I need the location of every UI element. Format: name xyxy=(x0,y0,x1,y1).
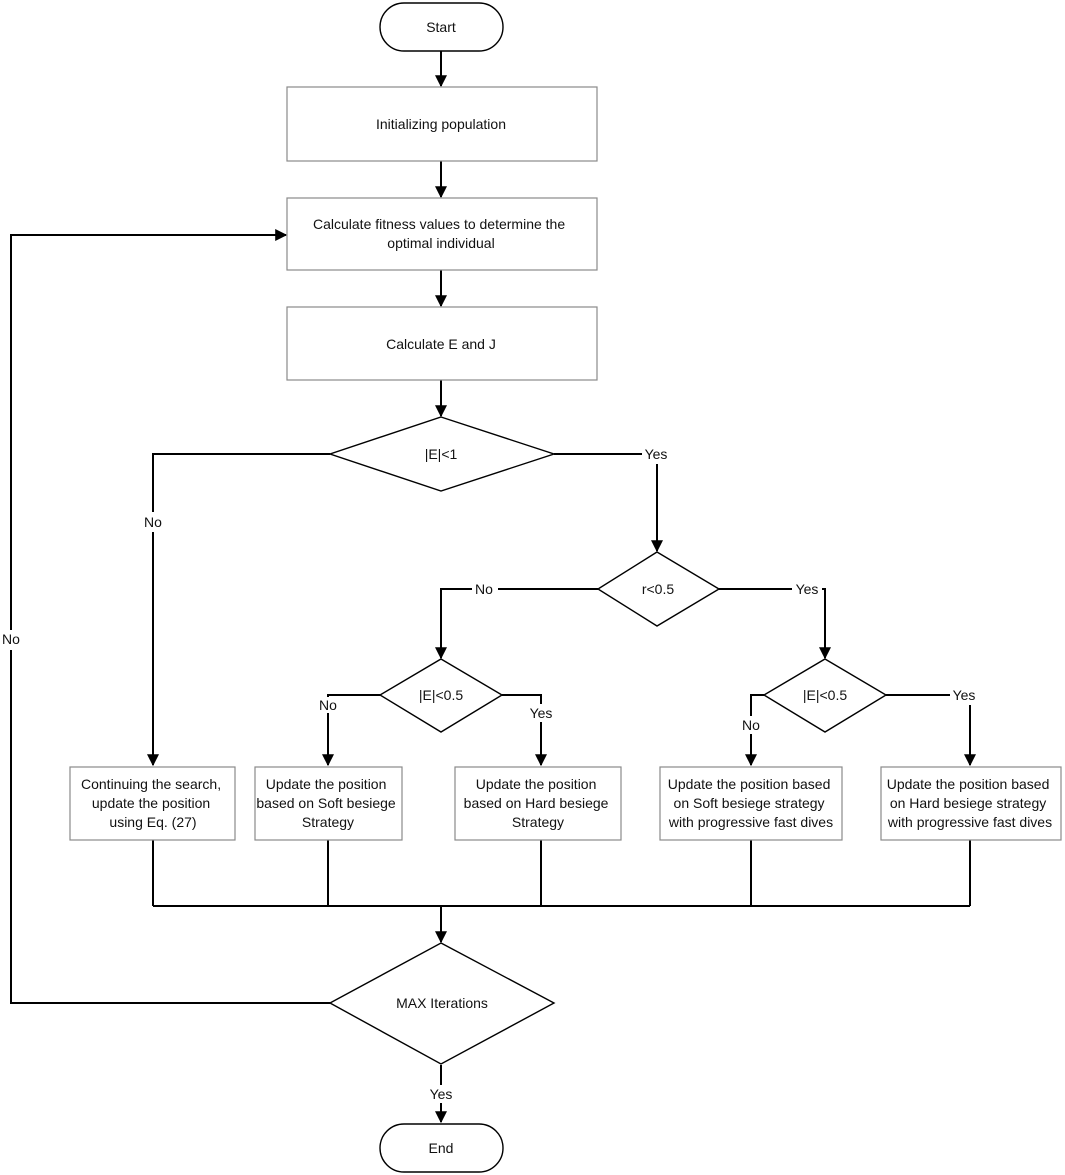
label-e05r-no: No xyxy=(742,717,760,733)
edge-e05r-no xyxy=(745,694,764,767)
soft-line-3: Strategy xyxy=(302,814,354,830)
start-label: Start xyxy=(426,19,456,35)
edge-e1-yes xyxy=(554,453,663,553)
node-soft-besiege-dives: Update the position based on Soft besieg… xyxy=(659,766,843,841)
fitness-label: Calculate fitness values to determine th… xyxy=(313,216,569,251)
node-init: Initializing population xyxy=(286,86,598,162)
decision-r-lt-05: r<0.5 xyxy=(596,551,721,627)
fitness-line-2: optimal individual xyxy=(387,235,494,251)
label-r-no: No xyxy=(475,581,493,597)
hard-dives-line-1: Update the position based xyxy=(887,776,1050,792)
edge-e05l-yes xyxy=(502,694,547,767)
label-e05r-yes: Yes xyxy=(953,687,976,703)
label-e1-yes: Yes xyxy=(645,446,668,462)
soft-label: Update the position based on Soft besieg… xyxy=(256,776,399,830)
label-r-yes: Yes xyxy=(796,581,819,597)
soft-dives-line-3: with progressive fast dives xyxy=(668,814,833,830)
init-label: Initializing population xyxy=(376,116,506,132)
node-soft-besiege: Update the position based on Soft besieg… xyxy=(254,766,403,841)
continue-line-1: Continuing the search, xyxy=(81,776,221,792)
soft-dives-line-1: Update the position based xyxy=(668,776,831,792)
label-e05l-yes: Yes xyxy=(530,705,553,721)
decision-e-lt-1: |E|<1 xyxy=(327,416,557,492)
fitness-line-1: Calculate fitness values to determine th… xyxy=(313,216,565,232)
label-loop-no: No xyxy=(2,631,20,647)
soft-line-1: Update the position xyxy=(266,776,387,792)
continue-label: Continuing the search, update the positi… xyxy=(81,776,225,830)
calc-ej-label: Calculate E and J xyxy=(386,336,496,352)
edge-r-yes xyxy=(719,588,831,660)
hard-line-3: Strategy xyxy=(512,814,564,830)
end-label: End xyxy=(429,1140,454,1156)
max-iterations-label: MAX Iterations xyxy=(396,995,488,1011)
hard-dives-line-2: on Hard besiege strategy xyxy=(890,795,1046,811)
decision-r-lt-05-label: r<0.5 xyxy=(642,581,675,597)
label-e05l-no: No xyxy=(319,697,337,713)
edge-r-no xyxy=(435,588,598,660)
decision-e-lt-1-label: |E|<1 xyxy=(425,446,458,462)
soft-line-2: based on Soft besiege xyxy=(256,795,396,811)
node-start: Start xyxy=(379,2,504,52)
edge-e05l-no xyxy=(322,694,380,767)
hard-line-2: based on Hard besiege xyxy=(464,795,609,811)
node-fitness: Calculate fitness values to determine th… xyxy=(286,197,598,271)
decision-e-lt-05-left: |E|<0.5 xyxy=(378,658,504,733)
label-max-yes: Yes xyxy=(430,1086,453,1102)
label-e1-no: No xyxy=(144,514,162,530)
node-hard-besiege-dives: Update the position based on Hard besieg… xyxy=(880,766,1062,841)
decision-e-lt-05-right-label: |E|<0.5 xyxy=(803,687,847,703)
soft-dives-line-2: on Soft besiege strategy xyxy=(674,795,825,811)
continue-line-3: using Eq. (27) xyxy=(109,814,196,830)
edge-labels: No Yes No Yes No Yes No Yes No Yes xyxy=(1,446,980,1103)
decision-max-iterations: MAX Iterations xyxy=(328,942,556,1065)
decision-e-lt-05-left-label: |E|<0.5 xyxy=(419,687,463,703)
edge-e1-no xyxy=(147,453,330,767)
hard-label: Update the position based on Hard besieg… xyxy=(464,776,613,830)
continue-line-2: update the position xyxy=(92,795,210,811)
soft-dives-label: Update the position based on Soft besieg… xyxy=(668,776,835,830)
node-end: End xyxy=(379,1123,504,1173)
edge-e05r-yes xyxy=(886,694,976,767)
node-continue-search: Continuing the search, update the positi… xyxy=(69,766,236,841)
hard-dives-label: Update the position based on Hard besieg… xyxy=(887,776,1054,830)
decision-e-lt-05-right: |E|<0.5 xyxy=(762,658,888,733)
node-calc-ej: Calculate E and J xyxy=(286,306,598,381)
hard-dives-line-3: with progressive fast dives xyxy=(887,814,1052,830)
node-hard-besiege: Update the position based on Hard besieg… xyxy=(454,766,622,841)
hard-line-1: Update the position xyxy=(476,776,597,792)
edge-max-no-loop xyxy=(10,229,330,1004)
